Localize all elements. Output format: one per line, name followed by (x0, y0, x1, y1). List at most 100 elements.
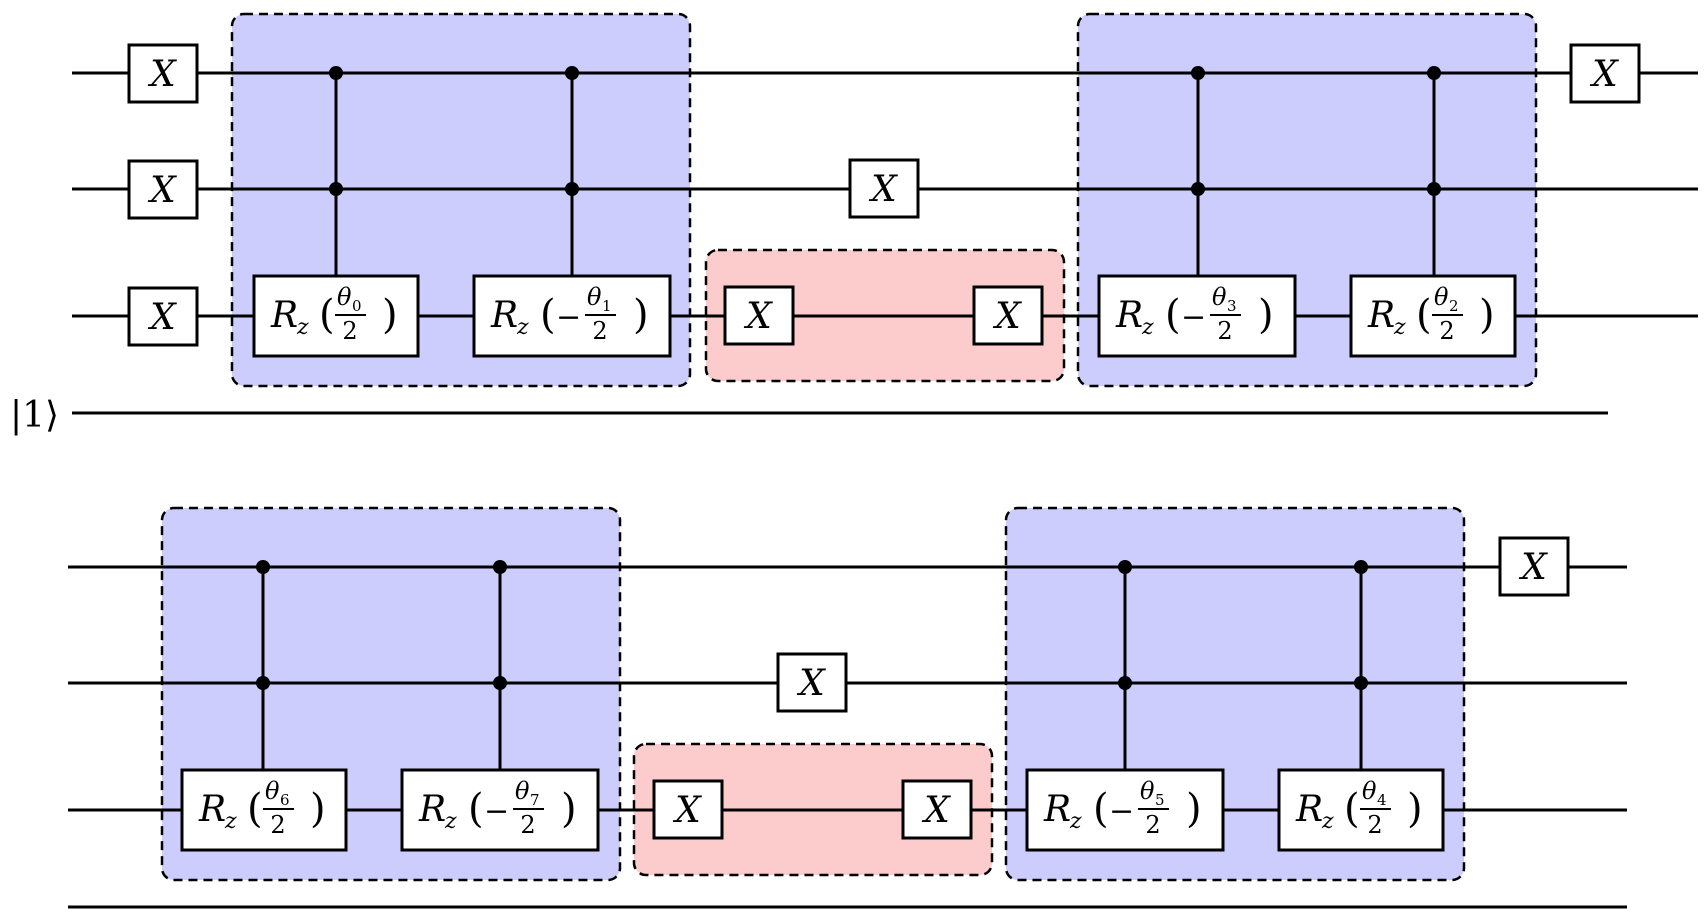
svg-text:θ: θ (1434, 283, 1449, 311)
svg-text:z: z (1069, 809, 1082, 834)
rz-gate: R z ( − θ 5 2 ) (1025, 768, 1225, 852)
svg-text:1: 1 (602, 297, 612, 315)
svg-text:(: ( (1165, 292, 1181, 338)
svg-text:z: z (1141, 315, 1154, 340)
svg-text:): ) (1258, 292, 1274, 338)
svg-text:2: 2 (1367, 811, 1382, 839)
svg-text:X: X (868, 169, 898, 210)
x-gate: X (652, 779, 724, 840)
control-dot (1354, 560, 1368, 574)
rz-label: R z ( − θ 3 2 ) (1115, 283, 1274, 345)
svg-text:R: R (1115, 295, 1143, 336)
svg-text:θ: θ (515, 777, 530, 805)
control-dot (329, 66, 343, 80)
svg-text:): ) (310, 786, 326, 832)
control-dot (1191, 182, 1205, 196)
control-dot (1118, 560, 1132, 574)
svg-text:2: 2 (1439, 317, 1454, 345)
svg-text:5: 5 (1155, 791, 1165, 809)
svg-text:3: 3 (1227, 297, 1237, 315)
rz-label: R z ( θ 4 2 ) (1295, 777, 1423, 839)
svg-text:θ: θ (337, 283, 352, 311)
svg-text:−: − (1181, 300, 1206, 335)
svg-text:(: ( (1344, 786, 1360, 832)
svg-text:2: 2 (270, 811, 285, 839)
svg-text:X: X (1518, 547, 1548, 588)
rz-label: R z ( θ 2 2 ) (1367, 283, 1495, 345)
x-gate: X (127, 159, 199, 220)
svg-text:R: R (1043, 789, 1071, 830)
svg-text:θ: θ (265, 777, 280, 805)
svg-text:): ) (561, 786, 577, 832)
rz-gate: R z ( θ 6 2 ) (180, 768, 348, 852)
svg-text:X: X (921, 790, 951, 831)
svg-text:(: ( (247, 786, 263, 832)
svg-text:(: ( (1416, 292, 1432, 338)
rz-label: R z ( θ 6 2 ) (198, 777, 326, 839)
rz-gate: R z ( − θ 3 2 ) (1097, 274, 1297, 358)
control-dot (1191, 66, 1205, 80)
svg-text:−: − (1109, 794, 1134, 829)
svg-text:): ) (1479, 292, 1495, 338)
svg-text:R: R (270, 295, 298, 336)
svg-text:X: X (992, 296, 1022, 337)
svg-text:−: − (484, 794, 509, 829)
x-gate: X (848, 158, 920, 219)
svg-text:z: z (516, 315, 529, 340)
x-gate: X (901, 779, 973, 840)
svg-text:): ) (382, 292, 398, 338)
svg-text:): ) (1407, 786, 1423, 832)
svg-text:(: ( (1093, 786, 1109, 832)
svg-text:R: R (1367, 295, 1395, 336)
svg-text:X: X (743, 296, 773, 337)
svg-text:7: 7 (530, 791, 540, 809)
rz-label: R z ( − θ 1 2 ) (490, 283, 649, 345)
svg-text:R: R (418, 789, 446, 830)
control-dot (493, 676, 507, 690)
svg-text:θ: θ (1212, 283, 1227, 311)
svg-text:z: z (1321, 809, 1334, 834)
rz-label: R z ( − θ 7 2 ) (418, 777, 577, 839)
svg-text:θ: θ (1362, 777, 1377, 805)
svg-text:X: X (147, 54, 177, 95)
svg-text:z: z (296, 315, 309, 340)
svg-text:z: z (444, 809, 457, 834)
svg-text:X: X (672, 790, 702, 831)
svg-text:R: R (198, 789, 226, 830)
x-gate: X (776, 652, 848, 713)
svg-text:X: X (1589, 54, 1619, 95)
rz-label: R z ( − θ 5 2 ) (1043, 777, 1202, 839)
control-dot (493, 560, 507, 574)
x-gate: X (972, 285, 1044, 346)
svg-text:(: ( (468, 786, 484, 832)
x-gate: X (127, 43, 199, 104)
svg-text:6: 6 (280, 791, 290, 809)
svg-text:0: 0 (352, 297, 362, 315)
rz-gate: R z ( − θ 1 2 ) (472, 274, 672, 358)
svg-text:z: z (224, 809, 237, 834)
svg-text:X: X (147, 297, 177, 338)
rz-gate: R z ( θ 4 2 ) (1277, 768, 1445, 852)
svg-text:θ: θ (1140, 777, 1155, 805)
control-dot (1354, 676, 1368, 690)
rz-gate: R z ( θ 2 2 ) (1349, 274, 1517, 358)
svg-text:2: 2 (342, 317, 357, 345)
svg-text:X: X (147, 170, 177, 211)
svg-text:): ) (633, 292, 649, 338)
x-gate: X (1569, 43, 1641, 104)
rz-gate: R z ( θ 0 2 ) (252, 274, 420, 358)
control-dot (1427, 182, 1441, 196)
control-dot (1118, 676, 1132, 690)
svg-text:2: 2 (592, 317, 607, 345)
rz-gate: R z ( − θ 7 2 ) (400, 768, 600, 852)
control-dot (1427, 66, 1441, 80)
control-dot (329, 182, 343, 196)
svg-text:R: R (490, 295, 518, 336)
svg-text:2: 2 (1217, 317, 1232, 345)
x-gate: X (1498, 536, 1570, 597)
svg-text:X: X (796, 663, 826, 704)
rz-label: R z ( θ 0 2 ) (270, 283, 398, 345)
svg-text:): ) (1186, 786, 1202, 832)
svg-text:−: − (556, 300, 581, 335)
control-dot (565, 182, 579, 196)
